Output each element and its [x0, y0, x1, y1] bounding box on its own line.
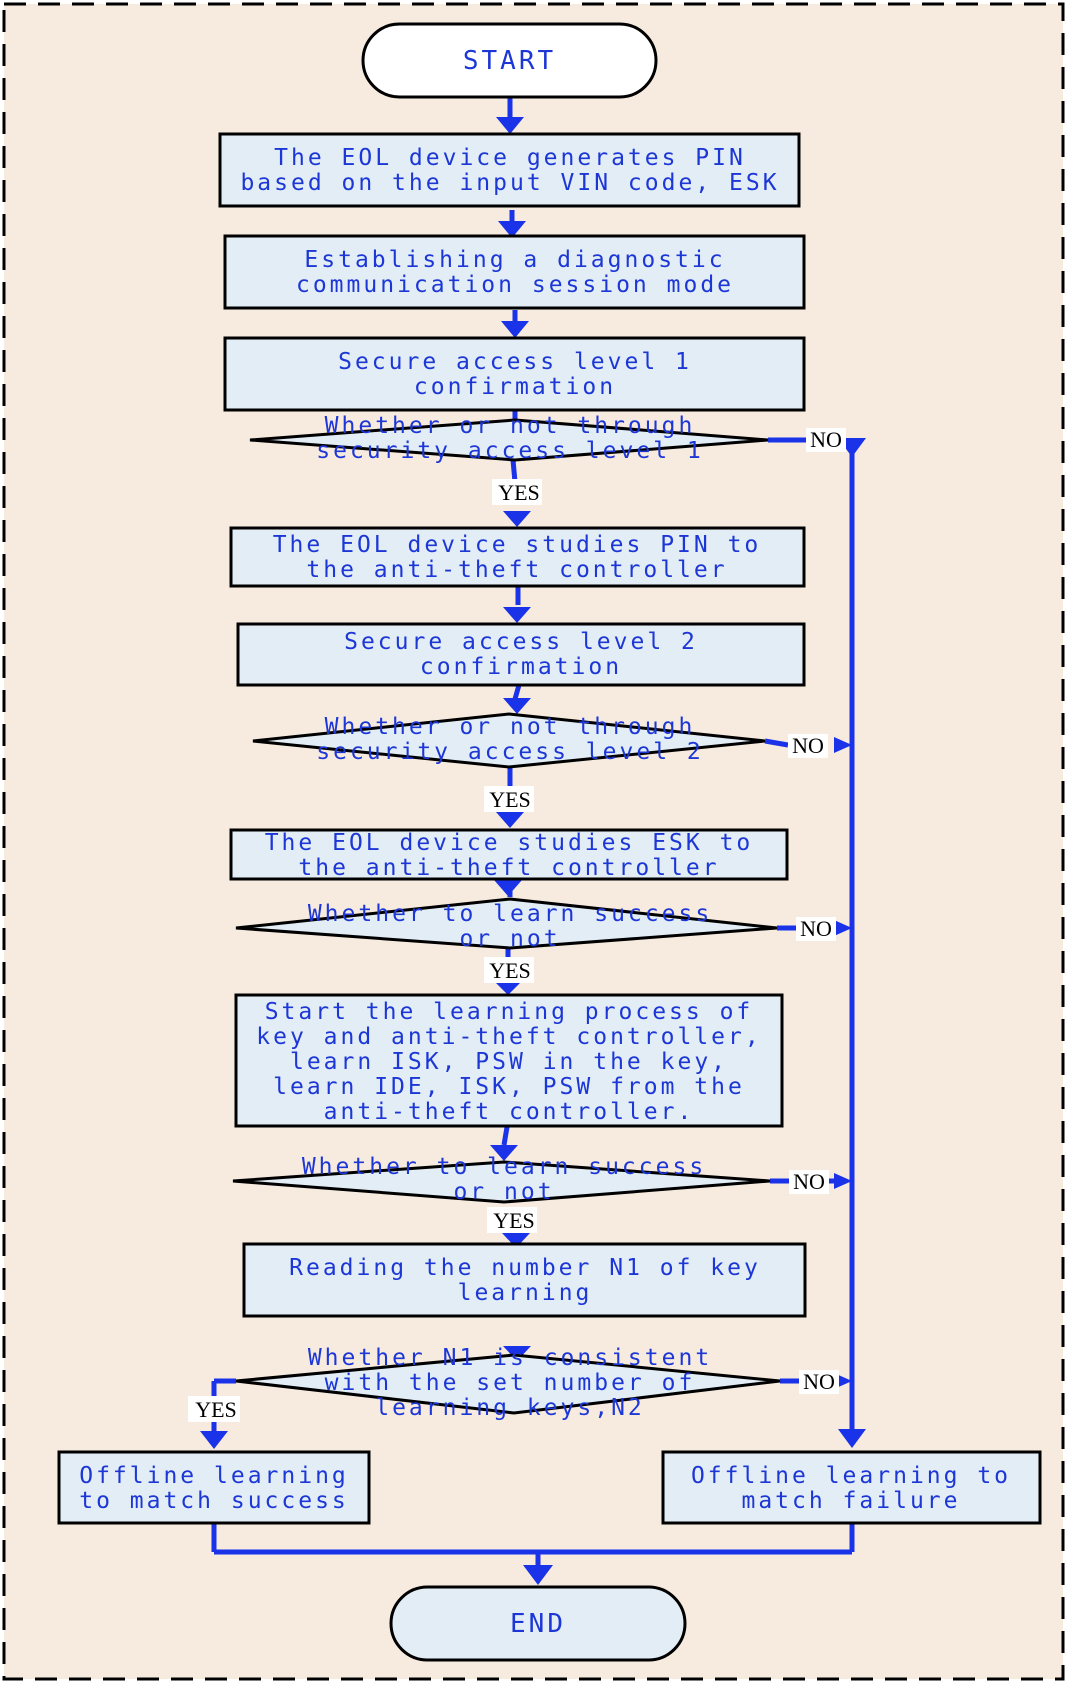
- decision-learn-success-1: [235, 897, 778, 950]
- s1-line2: based on the input VIN code, ESK: [240, 170, 779, 196]
- s7-line3: learn ISK, PSW in the key,: [290, 1049, 728, 1075]
- s2-line1: Establishing a diagnostic: [304, 247, 725, 273]
- d3-line1: Whether to learn success: [308, 901, 712, 927]
- s4-line1: The EOL device studies PIN to: [273, 532, 762, 558]
- no-label-5: NO: [803, 1369, 835, 1394]
- start-terminal: [361, 22, 658, 99]
- result-failure-box: [661, 1450, 1042, 1525]
- d5-line3: learning keys,N2: [375, 1395, 645, 1421]
- s7-line5: anti-theft controller.: [324, 1099, 695, 1125]
- step-study-pin-box: [229, 526, 806, 588]
- no-label-3: NO: [800, 916, 832, 941]
- end-terminal: [389, 1585, 687, 1662]
- step-secure-access-level1-box: [223, 336, 806, 412]
- s8-line1: Reading the number N1 of key: [289, 1255, 761, 1281]
- s7-line1: Start the learning process of: [265, 999, 754, 1025]
- step-generate-pin-box: [218, 132, 801, 208]
- branch-labels: YES YES YES YES YES NO NO NO NO NO: [188, 427, 846, 1422]
- s5-line2: confirmation: [420, 654, 622, 680]
- step-texts: The EOL device generates PIN based on th…: [79, 145, 1011, 1514]
- start-label: START: [463, 46, 556, 76]
- no-label-4: NO: [793, 1169, 825, 1194]
- yes-label-2: YES: [489, 787, 531, 812]
- d2-line2: security access level 2: [316, 739, 704, 765]
- d1-line1: Whether or not through: [325, 413, 696, 439]
- d4-line2: or not: [453, 1179, 554, 1205]
- s3-line1: Secure access level 1: [338, 349, 692, 375]
- decision-security-level2: [252, 712, 766, 769]
- d5-line1: Whether N1 is consistent: [308, 1345, 712, 1371]
- s5-line1: Secure access level 2: [344, 629, 698, 655]
- d1-line2: security access level 1: [316, 438, 704, 464]
- s6-line2: the anti-theft controller: [298, 855, 719, 881]
- yes-label-5: YES: [195, 1397, 237, 1422]
- d5-line2: with the set number of: [325, 1370, 696, 1396]
- d2-line1: Whether or not through: [325, 714, 696, 740]
- s7-line2: key and anti-theft controller,: [256, 1024, 761, 1050]
- decision-learn-success-2: [232, 1160, 771, 1204]
- d3-line2: or not: [459, 926, 560, 952]
- failure-line1: Offline learning to: [691, 1463, 1011, 1489]
- failure-line2: match failure: [741, 1488, 960, 1514]
- s3-line2: confirmation: [414, 374, 616, 400]
- yes-label-1: YES: [498, 480, 540, 505]
- step-diagnostic-session-box: [223, 234, 806, 310]
- step-learning-process-box: [234, 993, 784, 1128]
- s4-line2: the anti-theft controller: [306, 557, 727, 583]
- step-read-n1-box: [242, 1242, 807, 1318]
- no-label-1: NO: [810, 427, 842, 452]
- s6-line1: The EOL device studies ESK to: [265, 830, 754, 856]
- s2-line2: communication session mode: [296, 272, 734, 298]
- decision-n1-consistent: [235, 1353, 781, 1415]
- step-secure-access-level2-box: [236, 622, 806, 687]
- decision-security-level1: [249, 418, 769, 462]
- yes-label-3: YES: [489, 958, 531, 983]
- yes-label-4: YES: [493, 1208, 535, 1233]
- success-line1: Offline learning: [79, 1463, 349, 1489]
- result-success-box: [57, 1450, 371, 1525]
- s1-line1: The EOL device generates PIN: [274, 145, 746, 171]
- s8-line2: learning: [458, 1280, 593, 1306]
- success-line2: to match success: [79, 1488, 349, 1514]
- s7-line4: learn IDE, ISK, PSW from the: [273, 1074, 745, 1100]
- step-study-esk-box: [229, 828, 789, 881]
- no-label-2: NO: [792, 733, 824, 758]
- d4-line1: Whether to learn success: [302, 1154, 706, 1180]
- end-label: END: [510, 1609, 566, 1639]
